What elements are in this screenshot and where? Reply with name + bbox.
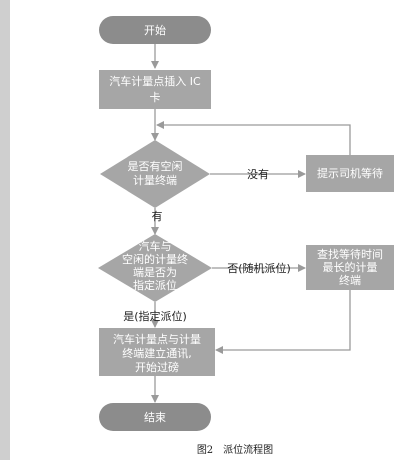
find-longest-process [306,245,394,290]
arrow-prompt-loop-back [156,121,351,155]
insert-ic-label-line2: 卡 [150,91,161,104]
edge-label-none: 没有 [247,167,269,181]
start-label: 开始 [144,23,166,37]
establish-line3: 开始过磅 [135,360,179,374]
arrow-find-to-establish [215,290,351,354]
assigned-decision-line3: 端是否为 [133,266,177,279]
establish-line2: 终端建立通讯, [122,346,192,360]
assigned-decision-line1: 汽车与 [139,239,172,253]
establish-line1: 汽车计量点与计量 [113,332,201,346]
connectors [151,44,351,403]
insert-ic-process [99,70,211,109]
edge-label-no-random: 否(随机派位) [227,261,291,275]
assigned-decision-line2: 空闲的计量终 [122,252,188,266]
end-label: 结束 [144,411,166,424]
assigned-decision [98,234,212,302]
find-longest-line3: 终端 [339,273,361,287]
establish-comm-process [99,328,215,376]
find-longest-line2: 最长的计量 [323,260,378,274]
insert-ic-label-line1: 汽车计量点插入 IC [109,74,201,88]
idle-decision-line1: 是否有空闲 [128,159,183,173]
prompt-driver-process [306,155,394,192]
find-longest-line1: 查找等待时间 [317,247,383,261]
assigned-decision-line4: 指定派位 [133,278,177,292]
prompt-driver-label: 提示司机等待 [317,166,383,180]
figure-caption: 图2 派位流程图 [197,443,273,456]
start-terminal [99,16,211,44]
idle-terminal-decision [100,140,210,208]
idle-decision-line2: 计量终端 [133,173,177,187]
end-terminal [99,403,211,431]
edge-label-has: 有 [152,209,163,223]
edge-label-yes-assigned: 是(指定派位) [123,309,187,323]
left-margin-bar [0,0,10,460]
